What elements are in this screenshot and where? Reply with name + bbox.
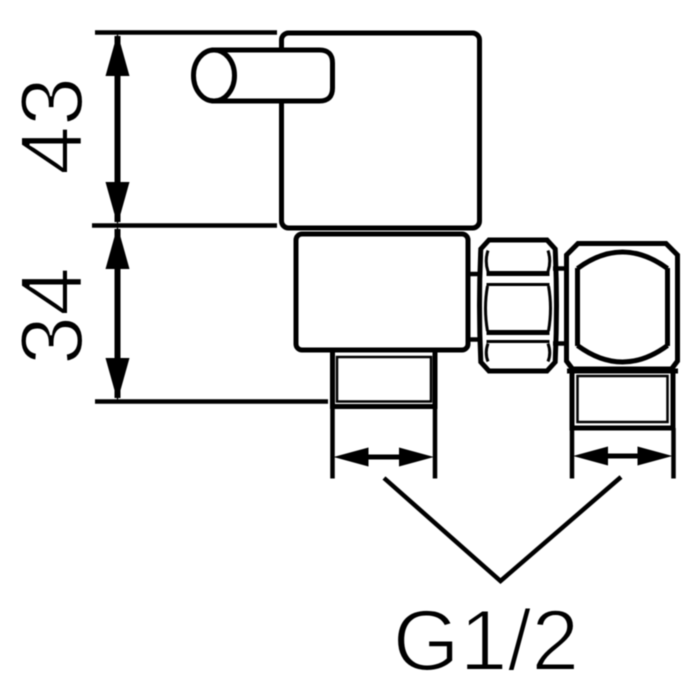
nut-chamfer-arc-left-mid	[484, 285, 489, 332]
thread-label-leader	[382, 475, 623, 584]
dim-34-arrow-down	[105, 358, 130, 401]
dim-34-arrow-up	[105, 226, 130, 269]
thread-right-arrowhead-right	[637, 446, 673, 466]
dimension-43: 43	[1, 30, 277, 228]
nut-chamfer-arc-left-bot	[484, 342, 490, 363]
thread-dim-right	[569, 428, 676, 479]
thread-left-arrowhead-right	[399, 447, 434, 467]
fitting-dome-top-arc	[576, 249, 669, 271]
nut-chamfer-arc-right-bot	[546, 342, 552, 363]
dim-43-arrow-down	[105, 182, 130, 225]
compression-nut	[477, 237, 559, 374]
right-thread-relief	[576, 374, 669, 424]
right-thread	[567, 368, 678, 431]
valve-lower-body	[293, 231, 471, 353]
leader-lines	[382, 475, 623, 584]
nut-chamfer-arc-left-top	[484, 250, 490, 272]
bottom-thread	[330, 350, 438, 409]
dim-43-arrow-up	[105, 33, 130, 76]
thread-right-arrowhead-left	[573, 446, 608, 466]
valve-handle-cylinder	[211, 47, 335, 104]
fitting-dome-bottom-arc	[576, 343, 669, 365]
wall-fitting	[564, 241, 680, 372]
bottom-thread-relief	[335, 355, 433, 403]
valve-handle-end-ellipse	[191, 47, 237, 104]
thread-left-arrowhead-left	[333, 447, 369, 467]
thread-dim-left	[330, 406, 438, 479]
thread-size-label: G1/2	[393, 593, 579, 689]
nut-chamfer-arc-right-top	[546, 250, 552, 272]
nut-chamfer-arc-right-mid	[547, 285, 552, 332]
valve-body-group	[191, 30, 482, 353]
dim-34-label: 34	[2, 267, 101, 365]
dim-43-label: 43	[2, 77, 101, 175]
dimension-34: 34	[1, 226, 328, 404]
nut-outline	[477, 237, 559, 374]
